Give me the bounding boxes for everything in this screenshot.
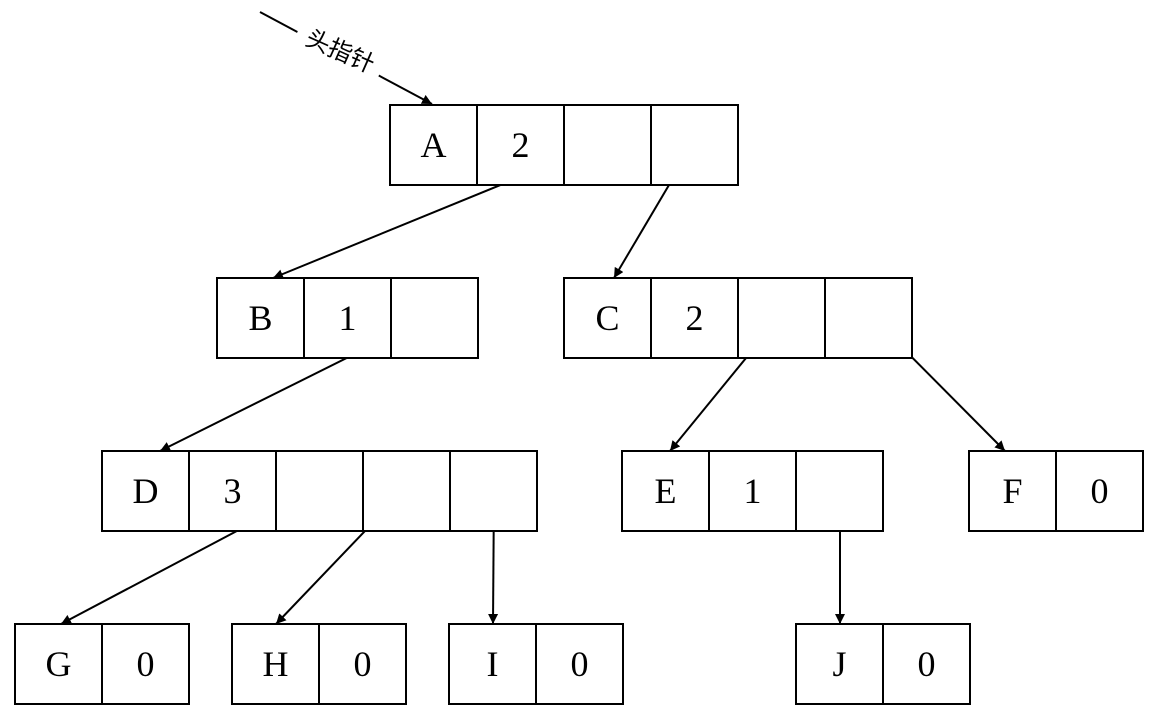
node-label: H [263,644,289,684]
head-pointer: 头指针 [259,10,433,105]
data-cell [14,623,103,705]
degree-cell [882,623,971,705]
node-label: F [1002,471,1022,511]
degree-cell [318,623,407,705]
data-cell [968,450,1057,532]
degree-cell [650,277,739,359]
pointer-cell [563,104,652,186]
node-degree: 0 [918,644,936,684]
node-degree: 2 [512,125,530,165]
node-label: I [487,644,499,684]
node-degree: 0 [1091,471,1109,511]
pointer-cell [362,450,451,532]
degree-cell [1055,450,1144,532]
node-degree: 0 [137,644,155,684]
degree-cell [535,623,624,705]
node-degree: 1 [744,471,762,511]
data-cell [231,623,320,705]
pointer-cell [795,450,884,532]
node-degree: 3 [224,471,242,511]
node-degree: 1 [339,298,357,338]
data-cell [448,623,537,705]
node-label: G [46,644,72,684]
pointer-cell [449,450,538,532]
pointer-cell [824,277,913,359]
node-label: B [248,298,272,338]
node-label: A [421,125,447,165]
node-degree: 2 [686,298,704,338]
pointer-cell [650,104,739,186]
pointer-cell [737,277,826,359]
node-degree: 0 [354,644,372,684]
degree-cell [708,450,797,532]
node-label: E [655,471,677,511]
degree-cell [101,623,190,705]
node-degree: 0 [571,644,589,684]
pointer-cell [275,450,364,532]
node-label: J [832,644,846,684]
head-pointer-label-bg [293,10,391,80]
edges [60,140,1006,625]
degree-cell [188,450,277,532]
pointer-cell [390,277,479,359]
node-label: C [595,298,619,338]
node-label: D [133,471,159,511]
data-cell [101,450,190,532]
